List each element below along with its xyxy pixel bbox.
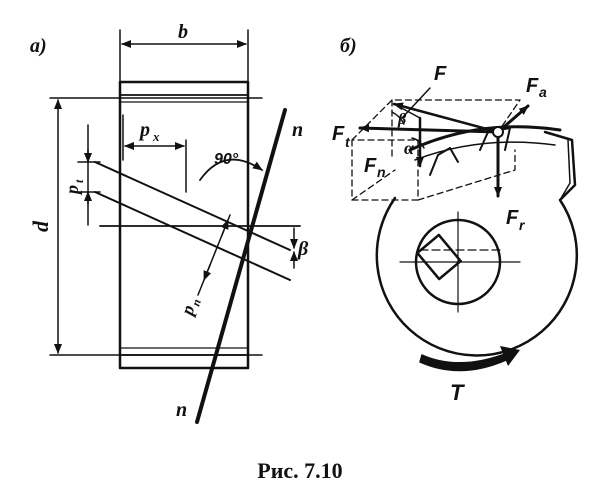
label-pt-sub: t xyxy=(72,179,86,183)
label-n-bottom: n xyxy=(176,399,187,421)
force-vectors xyxy=(358,87,530,198)
label-fa: F a xyxy=(526,75,547,100)
svg-text:a: a xyxy=(539,84,547,100)
label-f: F xyxy=(434,63,447,85)
force-ft-arrow xyxy=(358,124,500,134)
svg-text:F: F xyxy=(332,123,345,145)
figure-caption: Рис. 7.10 xyxy=(257,458,342,483)
label-beta-b: β xyxy=(397,111,407,128)
helix-lines xyxy=(94,161,291,281)
force-f-arrow xyxy=(392,102,500,134)
panel-b: б) xyxy=(332,35,579,405)
dimension-pn: p n xyxy=(176,214,231,319)
force-fa-arrow xyxy=(496,104,530,134)
angle-90: 90° xyxy=(199,151,263,181)
force-application-point xyxy=(492,126,504,138)
svg-text:r: r xyxy=(519,217,526,233)
label-d: d xyxy=(28,220,53,232)
panel-a: а) b d xyxy=(28,21,309,424)
dimension-b: b xyxy=(119,21,249,83)
label-fr: F r xyxy=(506,207,526,233)
angle-beta-a: β xyxy=(99,225,309,269)
svg-text:F: F xyxy=(526,75,539,97)
panel-b-tag: б) xyxy=(340,35,357,57)
svg-text:F: F xyxy=(506,207,519,229)
label-fn: F n xyxy=(364,155,386,180)
label-t: T xyxy=(450,380,465,405)
label-pt: p xyxy=(62,185,82,196)
shaft-bore xyxy=(399,211,521,313)
label-n-top: n xyxy=(292,119,303,141)
dimension-d: d xyxy=(28,97,263,356)
dimension-px: p x xyxy=(122,114,187,193)
dimension-pt: p t xyxy=(62,124,101,226)
label-px-sub: x xyxy=(152,129,160,144)
label-beta-a: β xyxy=(297,238,309,260)
normal-line-nn: n n xyxy=(176,108,303,424)
gear-body xyxy=(375,125,579,357)
label-px: p xyxy=(138,119,150,141)
label-90: 90° xyxy=(214,151,239,168)
svg-text:t: t xyxy=(345,134,351,150)
panel-a-tag: а) xyxy=(30,35,47,57)
label-b: b xyxy=(178,21,188,43)
svg-text:F: F xyxy=(364,155,377,177)
svg-text:n: n xyxy=(377,164,386,180)
torque-arrow: T xyxy=(419,346,520,405)
label-pn-sub: n xyxy=(189,297,204,308)
label-ft: F t xyxy=(332,123,351,150)
label-alpha: α xyxy=(404,138,415,158)
